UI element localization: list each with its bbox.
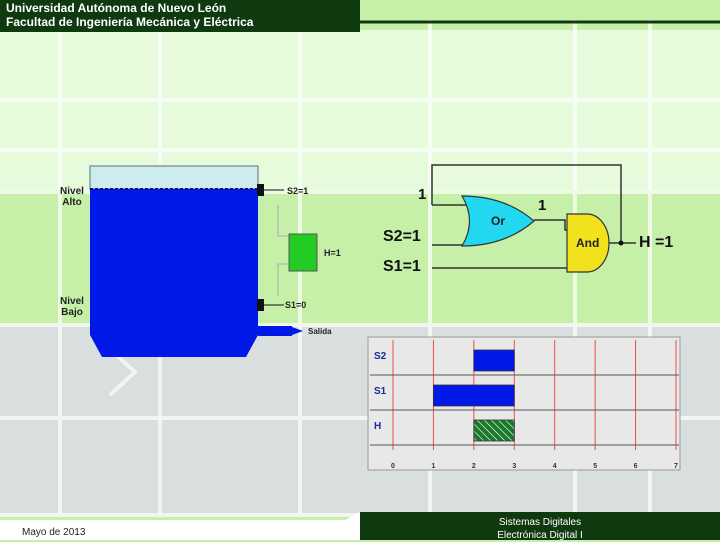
header-divider xyxy=(360,20,720,24)
signal-label-s2: S2 xyxy=(374,351,387,362)
slide-header: Universidad Autónoma de Nuevo León Facul… xyxy=(0,0,360,32)
x-tick-label: 7 xyxy=(674,463,678,470)
course-name: Sistemas Digitales xyxy=(498,517,582,528)
x-tick-label: 0 xyxy=(391,463,395,470)
sensor-s1-label: S1=0 xyxy=(285,300,307,310)
signal-pulse-s1 xyxy=(433,384,515,407)
signal-label-h: H xyxy=(374,421,381,432)
and-gate-label: And xyxy=(576,236,600,250)
output-node xyxy=(618,240,624,246)
university-name: Universidad Autónoma de Nuevo León xyxy=(6,1,227,15)
course-subject: Electrónica Digital I xyxy=(497,530,583,541)
signal-pulse-s2 xyxy=(473,349,515,372)
valve-indicator xyxy=(288,233,318,272)
x-tick-label: 4 xyxy=(553,463,557,470)
feedback-value: 1 xyxy=(418,186,427,203)
x-tick-label: 6 xyxy=(634,463,638,470)
signal-label-s1: S1 xyxy=(374,386,387,397)
feedback-wire xyxy=(431,164,622,243)
faculty-name: Facultad de Ingeniería Mecánica y Eléctr… xyxy=(6,15,254,29)
valve-h-label: H=1 xyxy=(324,248,341,258)
x-tick-label: 3 xyxy=(512,463,516,470)
and-gate xyxy=(566,213,610,273)
low-level-label: Nivel Bajo xyxy=(60,296,84,318)
footer-date: Mayo de 2013 xyxy=(22,527,86,538)
outlet-pipe xyxy=(258,326,292,336)
header-tail-shape xyxy=(330,0,360,32)
output-h-label: H =1 xyxy=(639,234,674,251)
footer-left-band xyxy=(0,520,360,540)
high-level-label: Nivel Alto xyxy=(60,186,84,208)
footer-course: Sistemas Digitales Electrónica Digital I xyxy=(480,516,600,542)
s2-input-label: S2=1 xyxy=(383,228,421,245)
sensor-s2-label: S2=1 xyxy=(287,186,309,196)
x-tick-label: 5 xyxy=(593,463,597,470)
or-gate-label: Or xyxy=(491,214,506,228)
signal-pulse-h xyxy=(473,419,515,442)
or-output-value: 1 xyxy=(538,197,547,214)
sensor-s2 xyxy=(257,184,264,196)
or-gate xyxy=(460,195,535,247)
sensor-s1 xyxy=(257,299,264,311)
x-tick-label: 2 xyxy=(472,463,476,470)
x-tick-label: 1 xyxy=(431,463,435,470)
tank-water xyxy=(90,189,258,357)
outlet-label: Salida xyxy=(308,327,332,336)
s1-input-label: S1=1 xyxy=(383,258,421,275)
footer-right-band xyxy=(360,512,720,540)
timing-chart-panel xyxy=(367,336,681,471)
